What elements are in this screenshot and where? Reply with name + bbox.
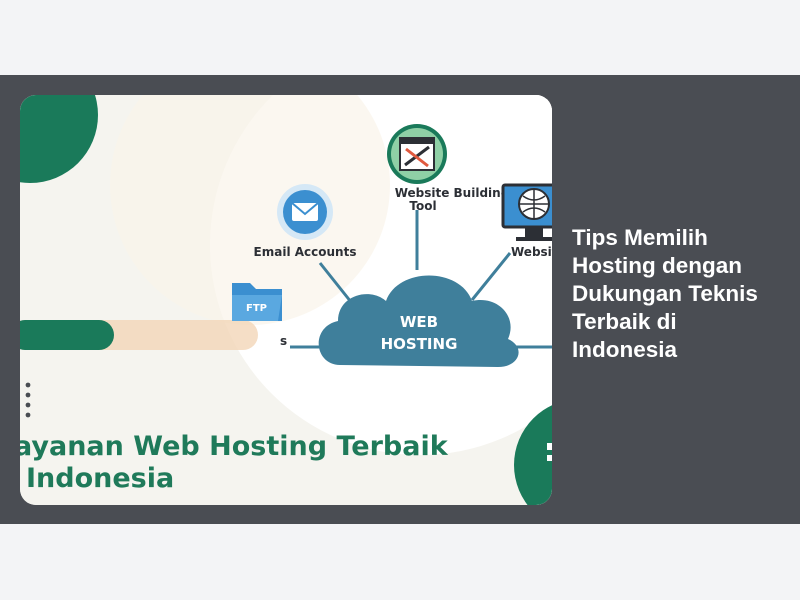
node-label-website-building-tool-1: Website Building <box>395 186 510 200</box>
ftp-folder-icon <box>232 283 282 321</box>
email-icon <box>277 184 333 240</box>
green-corner-shape <box>514 405 552 505</box>
decorative-bar <box>20 320 114 350</box>
website-building-tool-icon <box>387 124 447 184</box>
article-thumbnail[interactable]: Website Building Tool Email Accounts Web… <box>20 95 552 505</box>
website-icon <box>501 183 552 241</box>
node-label-email-accounts: Email Accounts <box>254 245 357 259</box>
banner-text-line2: Indonesia <box>26 463 174 494</box>
banner-text-line1: ayanan Web Hosting Terbaik <box>20 431 449 462</box>
cloud-label-line2: HOSTING <box>381 335 458 353</box>
cloud-icon <box>318 275 519 367</box>
node-label-partial: s <box>280 334 287 348</box>
article-title[interactable]: Tips Memilih Hosting dengan Dukungan Tek… <box>572 225 758 362</box>
node-label-website: Websit <box>511 245 552 259</box>
node-label-website-building-tool-2: Tool <box>409 199 436 213</box>
ftp-label: FTP <box>246 303 267 314</box>
cloud-label-line1: WEB <box>400 313 438 331</box>
green-corner-shape <box>20 95 98 183</box>
